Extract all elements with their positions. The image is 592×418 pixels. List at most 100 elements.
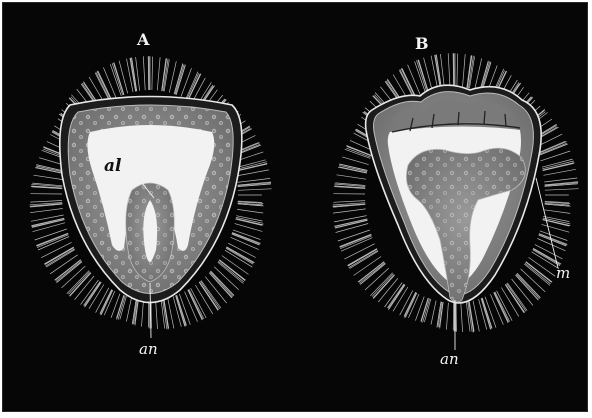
cilium <box>188 75 200 101</box>
cilium <box>200 281 219 309</box>
cilium <box>101 290 113 315</box>
cilium <box>44 247 73 264</box>
cilium <box>539 143 567 154</box>
cilium <box>388 285 405 310</box>
cilium <box>335 220 368 228</box>
cilium <box>346 146 371 156</box>
cilium <box>55 260 81 280</box>
cilium <box>542 159 573 167</box>
cilium <box>482 298 492 329</box>
cilium <box>45 249 74 266</box>
panel-label-b: B <box>415 34 430 53</box>
cilium <box>67 271 89 294</box>
cilium <box>62 266 86 288</box>
cilium <box>348 249 377 266</box>
cilium <box>538 142 567 154</box>
panel-label-a: A <box>137 30 150 49</box>
cilium <box>359 263 385 284</box>
cilium <box>421 298 428 321</box>
cilium <box>335 220 367 228</box>
cilium <box>340 236 372 249</box>
cilium <box>334 216 367 222</box>
cilium <box>156 300 158 329</box>
cilium <box>516 274 539 299</box>
cilium <box>218 261 244 282</box>
cilium <box>543 163 575 171</box>
cilium <box>524 264 550 285</box>
cilium <box>174 64 183 94</box>
cilium <box>45 248 74 265</box>
cilium <box>494 292 508 322</box>
label-al: al <box>104 156 121 176</box>
cilium <box>131 58 136 92</box>
cilium <box>143 56 145 90</box>
cilium <box>337 175 367 179</box>
cilium <box>400 69 415 98</box>
cilium <box>218 262 244 283</box>
cilium <box>463 54 466 87</box>
cilium <box>96 72 111 101</box>
cilium <box>56 261 82 282</box>
cilium <box>457 54 458 87</box>
cilium <box>473 301 479 332</box>
cilium <box>342 157 368 165</box>
cilium <box>148 57 149 91</box>
cilium <box>41 242 71 257</box>
cilium <box>526 262 552 283</box>
cilium <box>507 283 527 311</box>
cilium <box>424 299 430 322</box>
cilium <box>333 201 365 203</box>
cilium <box>349 250 378 267</box>
cilium <box>372 274 393 297</box>
cilium <box>191 288 207 318</box>
cilium <box>461 303 463 332</box>
cilium <box>358 262 384 283</box>
cilium <box>46 250 75 268</box>
cilium <box>97 71 111 100</box>
cilium <box>333 209 366 213</box>
cilium <box>475 58 482 89</box>
cilium <box>50 255 77 274</box>
cilium <box>533 249 560 265</box>
cilium <box>201 280 221 308</box>
cilium <box>350 251 379 268</box>
cilium <box>238 189 272 191</box>
label-an-a: an <box>139 340 158 358</box>
label-an-b: an <box>440 350 459 368</box>
cilium <box>85 282 102 307</box>
cilium <box>340 164 367 170</box>
cilium <box>34 175 64 179</box>
cilium <box>517 273 540 298</box>
cilium <box>542 161 574 169</box>
cilium <box>542 224 570 232</box>
cilium <box>448 53 450 87</box>
cilium <box>157 57 160 90</box>
cilium <box>120 296 127 319</box>
cilium <box>405 293 417 318</box>
cilium <box>210 272 233 297</box>
cilium <box>360 264 386 285</box>
cilium <box>507 284 526 312</box>
cilium <box>495 292 510 322</box>
cilium <box>30 201 62 203</box>
cilium <box>69 272 90 295</box>
cilium <box>365 268 389 290</box>
cilium <box>55 260 81 280</box>
cilium <box>30 209 63 213</box>
cilium <box>370 273 392 296</box>
cilium <box>118 296 125 320</box>
cilium <box>544 210 570 214</box>
cilium <box>423 299 430 323</box>
cilium <box>84 282 101 306</box>
cilium <box>545 189 579 191</box>
cilium <box>385 283 403 308</box>
cilium <box>226 248 253 264</box>
cilium <box>538 141 566 153</box>
cilium <box>142 300 144 327</box>
cilium <box>453 54 454 88</box>
cilium <box>338 230 370 241</box>
cilium <box>340 235 372 248</box>
cilium <box>225 250 253 267</box>
cilium <box>98 71 112 101</box>
